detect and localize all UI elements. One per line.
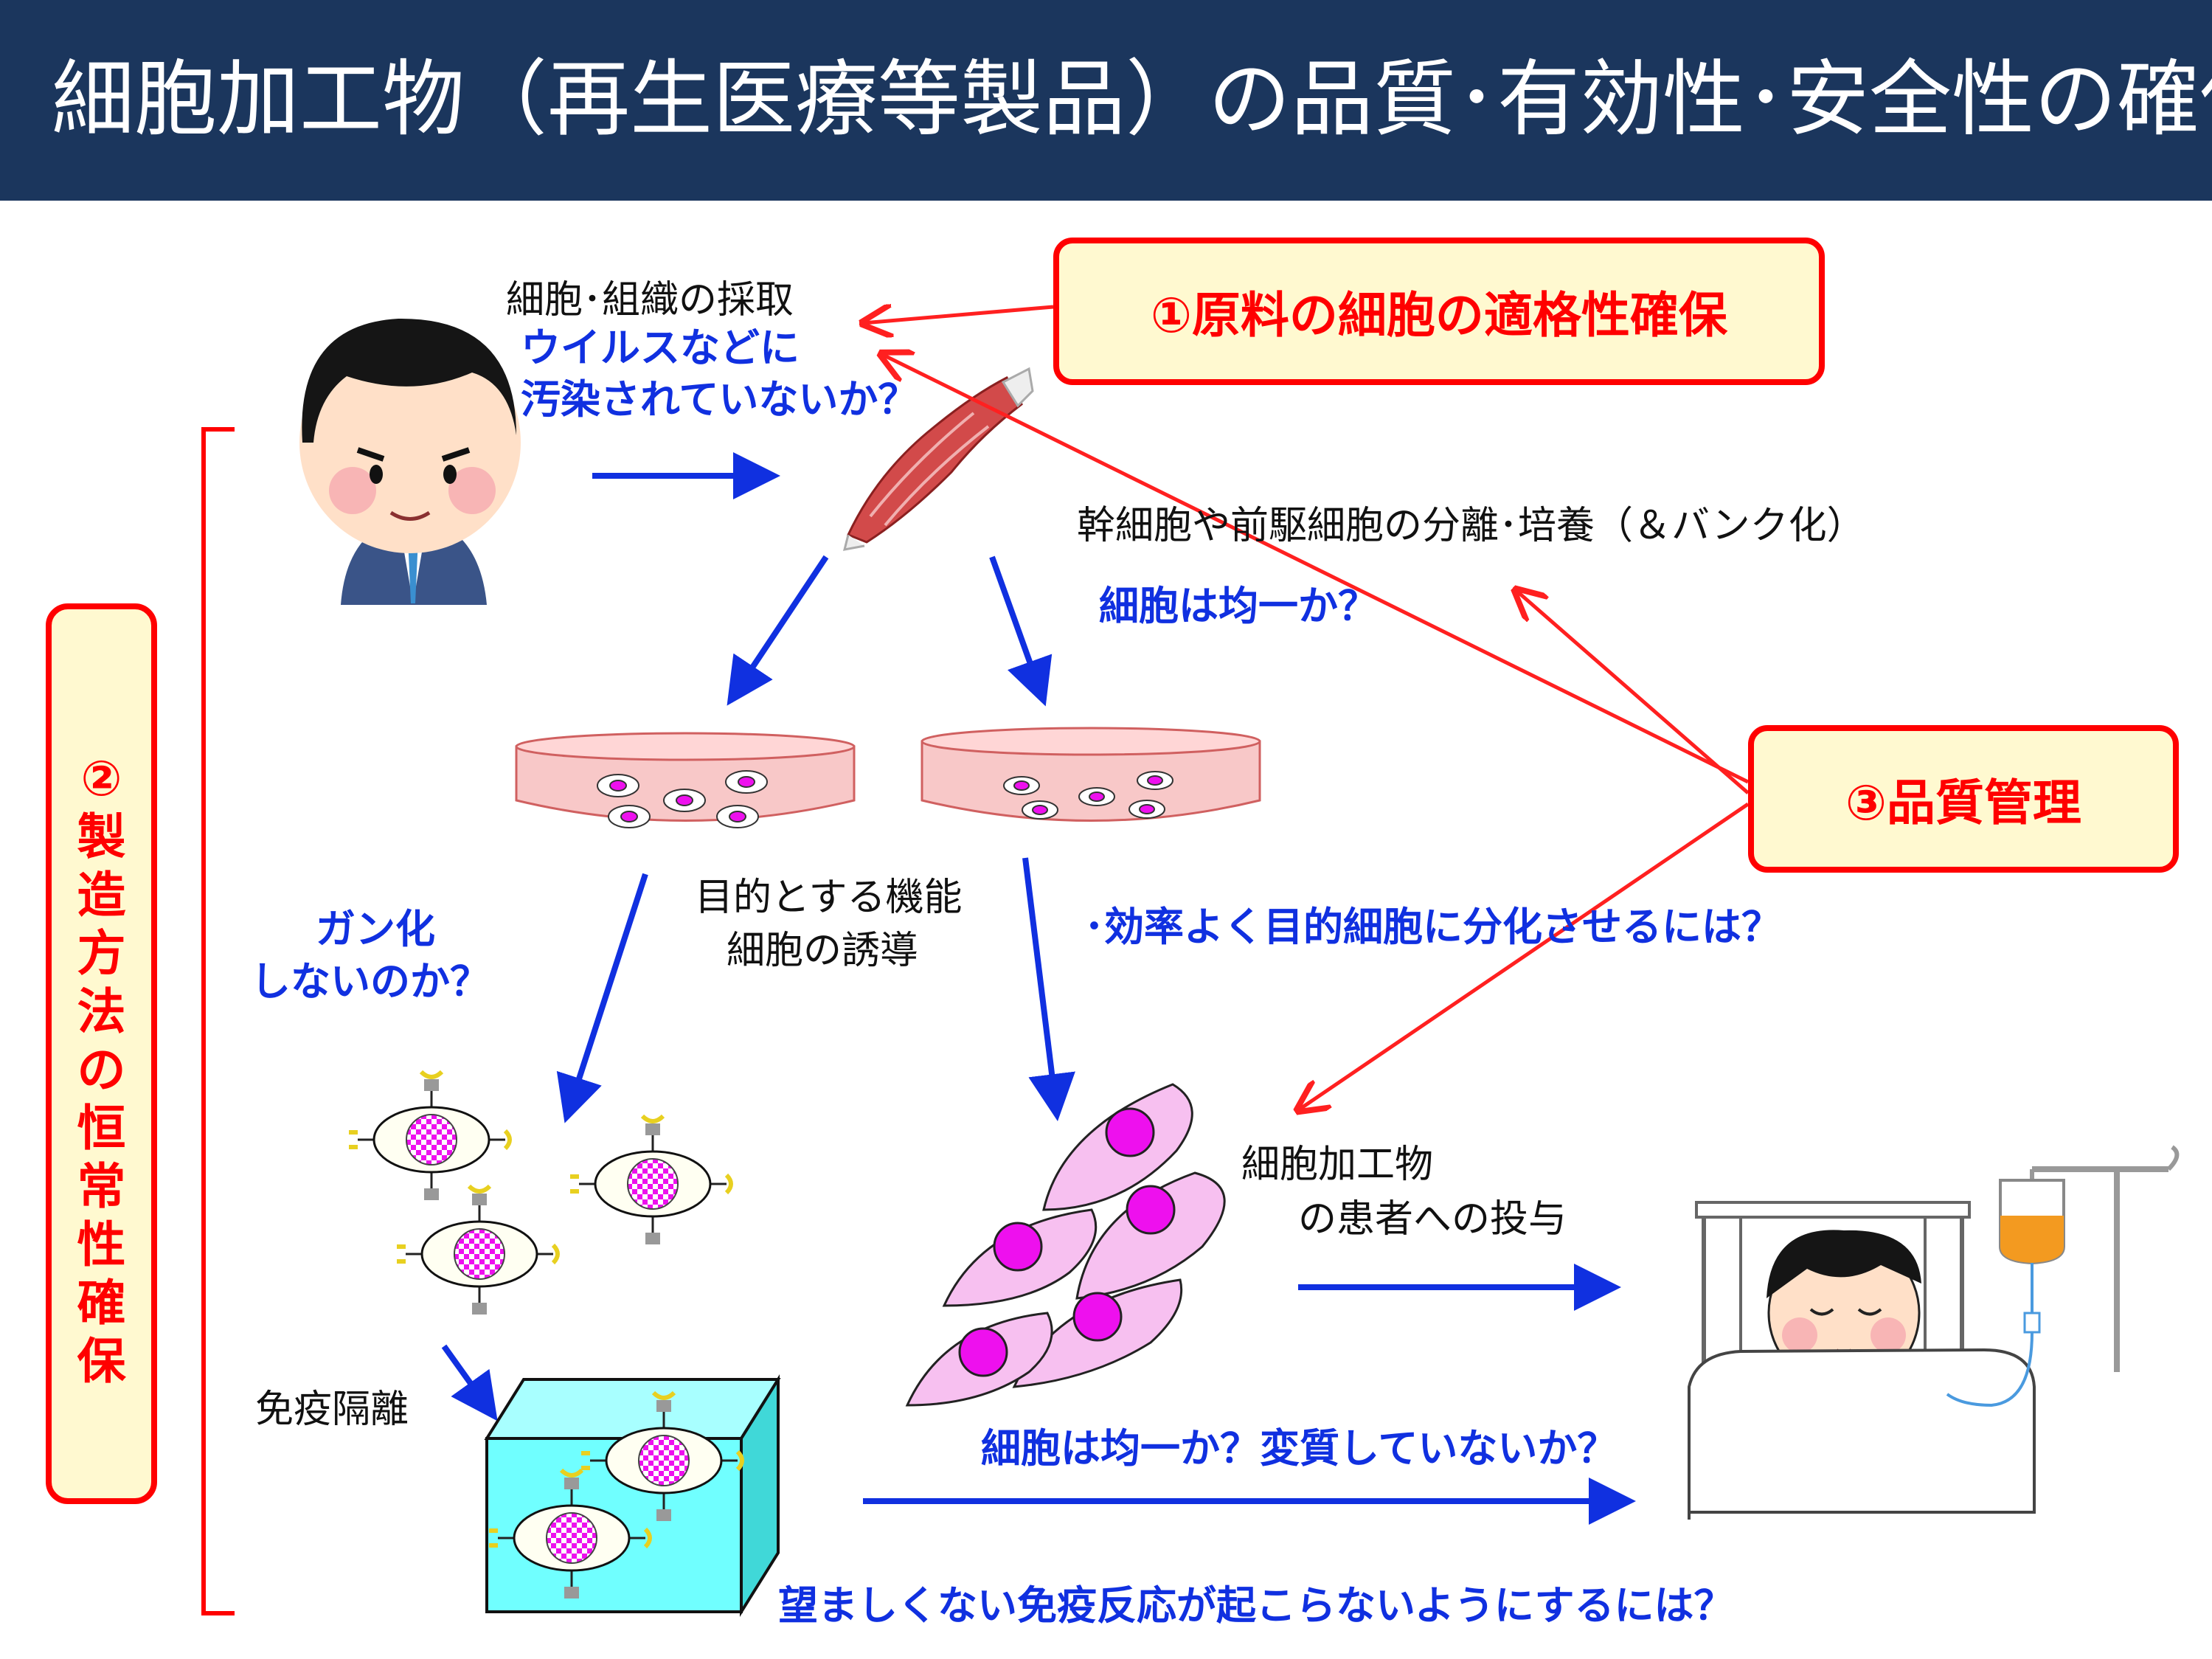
- arrow-to-capsule: [441, 1344, 498, 1421]
- manufacturing-label-char: 性: [77, 1216, 126, 1273]
- immunoisolation-label: 免疫隔離: [255, 1388, 409, 1432]
- efficiency-question: ･効率よく目的細胞に分化させるには？: [1084, 904, 1781, 950]
- quality-control-label: ③品質管理: [1845, 775, 2081, 831]
- manufacturing-label-char: 常: [77, 1158, 126, 1215]
- arrow-dish-to-spindle-cells: [1022, 857, 1075, 1121]
- spindle-cell-icon: [905, 1083, 1226, 1407]
- virus-question-line1: ウイルスなどに: [521, 325, 800, 371]
- manufacturing-label-char: 確: [77, 1275, 126, 1331]
- virus-question-line2: 汚染されていないか？: [521, 376, 918, 423]
- cancer-question-line1: ガン化: [316, 906, 435, 952]
- quality-arrow-to-harvest: [881, 354, 1750, 784]
- manufacturing-label-char: 製: [77, 808, 126, 865]
- raw-material-arrow: [863, 307, 1054, 323]
- quality-control-box: ③品質管理: [1748, 725, 2179, 873]
- manufacturing-label-char: 保: [77, 1333, 126, 1390]
- manufacturing-label-char: ②: [80, 750, 122, 807]
- patient-bed-icon: [1688, 1201, 2036, 1520]
- encapsulated-cell-icon: [349, 1072, 510, 1200]
- stem-cell-label: 幹細胞や前駆細胞の分離･培養（＆バンク化）: [1077, 504, 1865, 548]
- manufacturing-label-char: 法: [77, 983, 126, 1040]
- arrow-tissue-to-dish-left: [727, 555, 829, 706]
- raw-material-box: ①原料の細胞の適格性確保: [1053, 238, 1825, 385]
- arrow-tissue-to-dish-right: [989, 555, 1053, 707]
- uniform-change-question: 細胞は均一か？変質していないか？: [981, 1425, 1618, 1472]
- petri-dish-icon: [920, 727, 1261, 822]
- petri-dish-icon: [515, 732, 856, 828]
- iv-drip-icon: [1946, 1145, 2180, 1407]
- quality-arrow-to-product: [1298, 802, 1750, 1110]
- raw-material-label: ①原料の細胞の適格性確保: [1151, 287, 1727, 344]
- encapsulated-cell-icon: [570, 1116, 731, 1244]
- manufacturing-label-char: 恒: [77, 1100, 126, 1157]
- arrow-dish-to-cells: [556, 873, 648, 1123]
- induction-label-line1: 目的とする機能: [695, 876, 963, 920]
- muscle-tissue-icon: [842, 367, 1034, 551]
- immune-question: 望ましくない免疫反応が起こらないようにするには？: [778, 1582, 1734, 1629]
- uniform-question: 細胞は均一か？: [1099, 583, 1378, 629]
- header-bar: 細胞加工物（再生医療等製品）の品質･有効性･安全性の確保: [0, 0, 2212, 201]
- manufacturing-label-char: 造: [77, 867, 126, 924]
- manufacturing-label-char: の: [77, 1042, 126, 1098]
- administration-label-line1: 細胞加工物: [1241, 1143, 1434, 1187]
- page-title: 細胞加工物（再生医療等製品）の品質･有効性･安全性の確保: [52, 52, 2212, 148]
- quality-arrow-to-stem-cells: [1516, 590, 1750, 794]
- cancer-question-line2: しないのか？: [251, 958, 490, 1005]
- administration-label-line2: の患者への投与: [1298, 1197, 1567, 1241]
- manufacturing-bracket: [201, 427, 235, 1615]
- encapsulated-cell-icon: [397, 1186, 558, 1315]
- doctor-icon: [299, 318, 521, 605]
- immunoisolation-capsule-icon: [484, 1374, 781, 1617]
- harvest-label: 細胞･組織の採取: [506, 278, 794, 322]
- induction-label-line2: 細胞の誘導: [727, 929, 919, 973]
- manufacturing-label-char: 方: [77, 925, 126, 982]
